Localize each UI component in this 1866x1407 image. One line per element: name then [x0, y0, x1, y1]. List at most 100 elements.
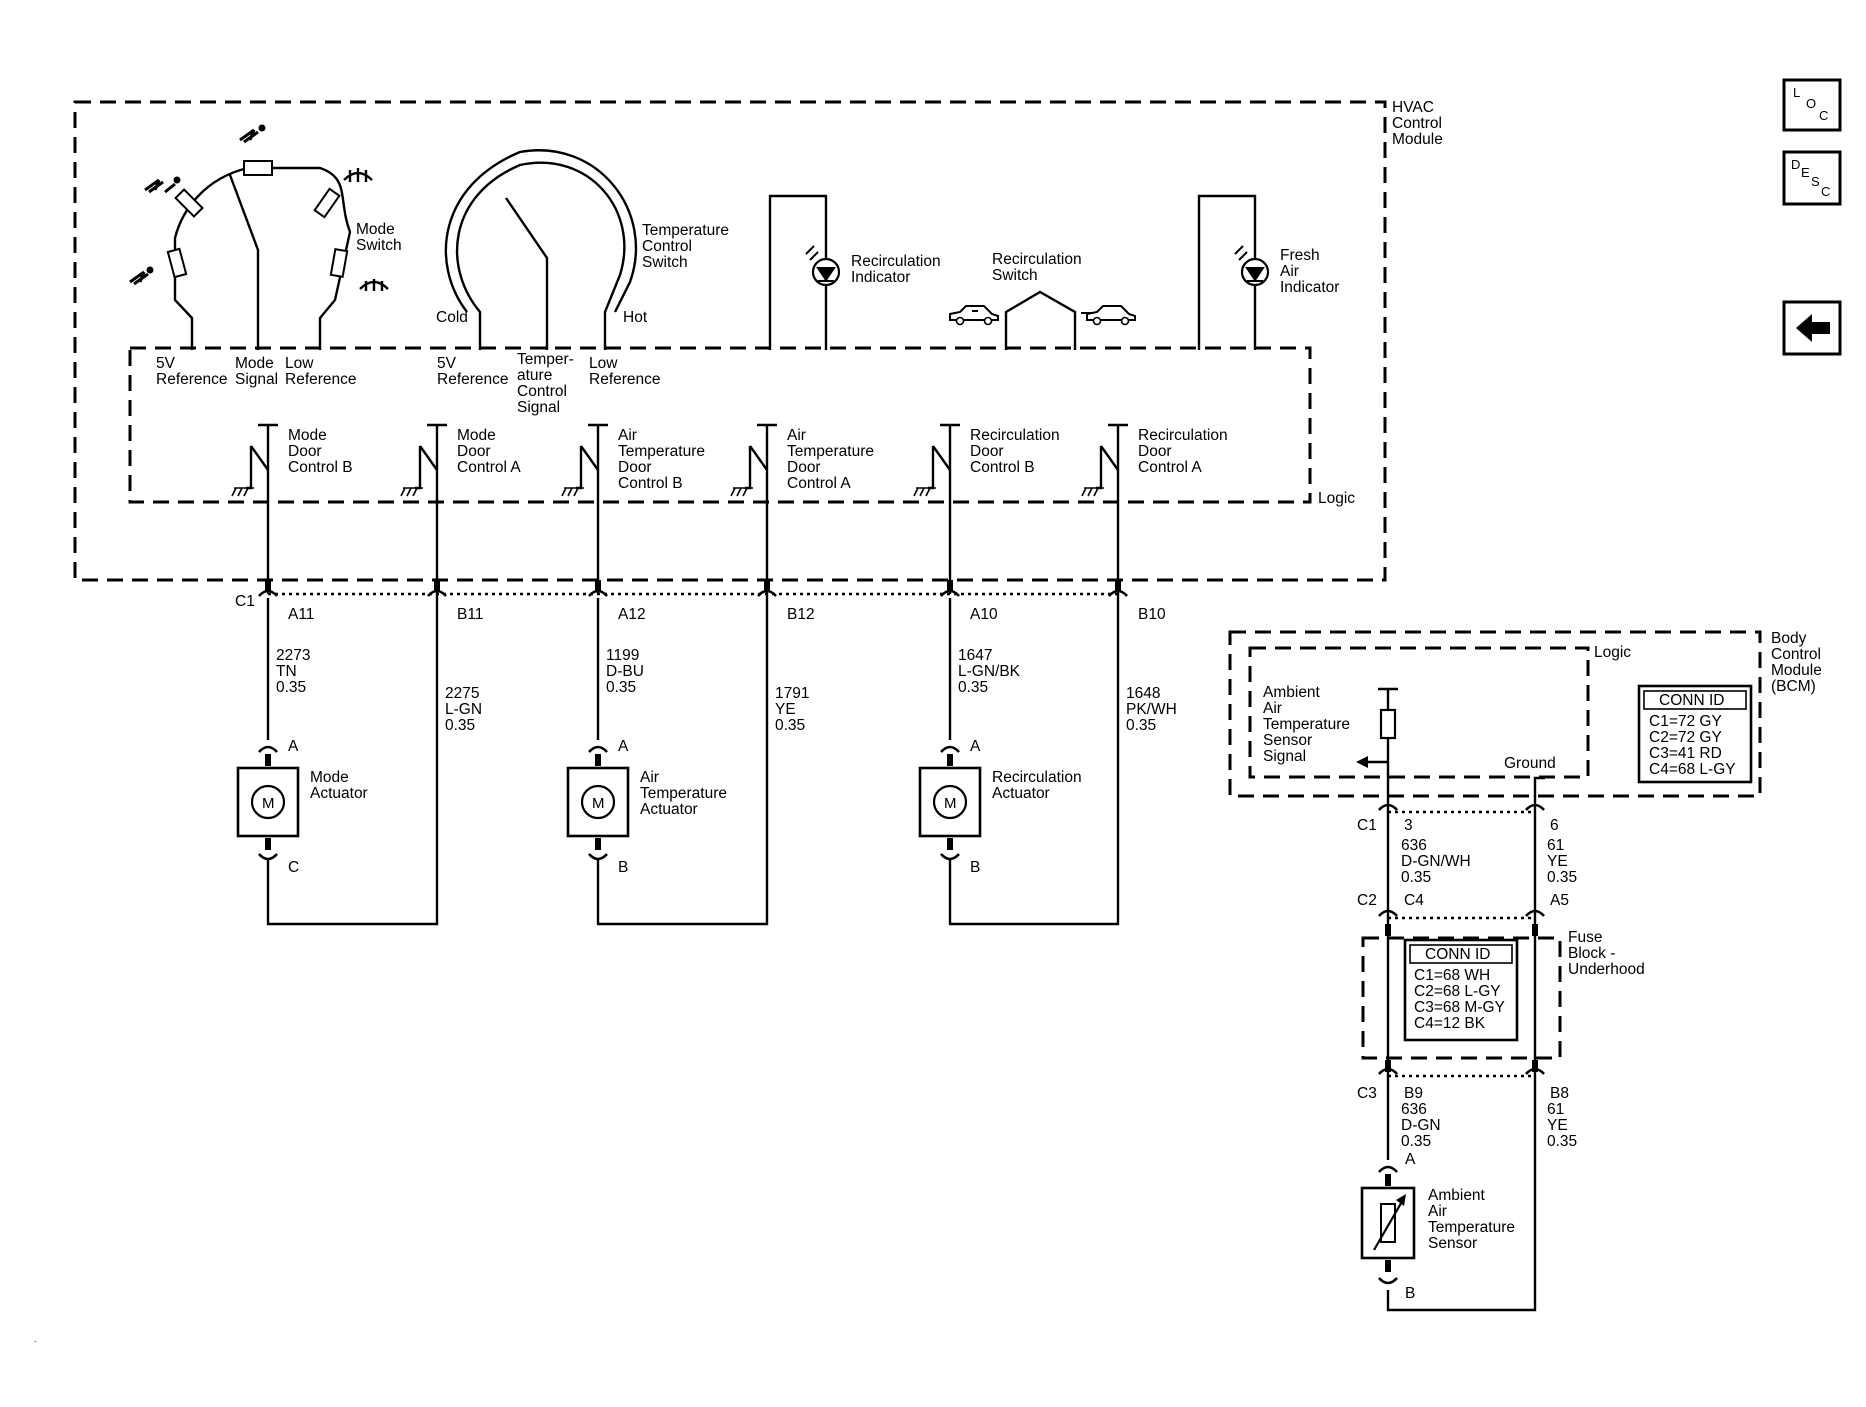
wire-color-label: TN — [276, 663, 297, 680]
sensor-signal-label-1: Ambient — [1263, 684, 1321, 701]
motor-symbol: M — [944, 795, 957, 812]
motor-symbol: M — [262, 795, 275, 812]
ambient-sensor-label-3: Temperature — [1428, 1219, 1515, 1236]
driver-label: Control A — [1138, 459, 1202, 476]
mode-signal-label-1: Mode — [235, 355, 274, 372]
signal-labels: 5V Reference Mode Signal Low Reference 5… — [156, 351, 661, 416]
hvac-pin-label: A12 — [618, 606, 646, 623]
fuse-conn-row: C4=12 BK — [1414, 1015, 1486, 1032]
temp-signal-label-3: Control — [517, 383, 567, 400]
wire-61-size: 0.35 — [1547, 869, 1577, 886]
actuator-label: Actuator — [992, 785, 1050, 802]
right-side-wires: 636 D-GN 0.35 61 YE 0.35 — [1378, 803, 1577, 1312]
vent-icon-panel — [239, 124, 266, 144]
wire-61ye-circuit: 61 — [1547, 1101, 1564, 1118]
wire-circuit-label: 1648 — [1126, 685, 1160, 702]
lowref-b-label-2: Reference — [589, 371, 661, 388]
wire-61ye-size: 0.35 — [1547, 1133, 1577, 1150]
hvac-pin-label: B11 — [457, 606, 483, 623]
bcm-conn-row: C1=72 GY — [1649, 713, 1722, 730]
desc-letter-s: S — [1811, 174, 1820, 189]
wire-size-label: 0.35 — [775, 717, 805, 734]
driver-label: Air — [787, 427, 806, 444]
ref5v-a-label-2: Reference — [156, 371, 228, 388]
actuator-pin-label: A — [970, 738, 981, 755]
driver-label: Temperature — [787, 443, 874, 460]
bcm-conn-row: C4=68 L-GY — [1649, 761, 1736, 778]
fuse-conn-row: C1=68 WH — [1414, 967, 1490, 984]
recirc-switch-label-2: Switch — [992, 267, 1038, 284]
fuse-conn-row: C2=68 L-GY — [1414, 983, 1501, 1000]
ref5v-a-label-1: 5V — [156, 355, 176, 372]
ambient-sensor-label-1: Ambient — [1428, 1187, 1486, 1204]
loc-button[interactable]: L O C — [1782, 78, 1842, 132]
bcm-label-2: Control — [1771, 646, 1821, 663]
hvac-control-module: HVAC Control Module Logic — [73, 99, 1443, 582]
ref5v-b-label-1: 5V — [437, 355, 457, 372]
bcm-logic-boundary — [1248, 646, 1590, 779]
wire-636dgn-size: 0.35 — [1401, 1133, 1431, 1150]
wire-circuit-label: 2275 — [445, 685, 479, 702]
desc-button[interactable]: D E S C — [1782, 150, 1842, 206]
recirc-switch-label-1: Recirculation — [992, 251, 1082, 268]
ambient-sensor-label-2: Air — [1428, 1203, 1447, 1220]
temp-signal-label-4: Signal — [517, 399, 560, 416]
wire-size-label: 0.35 — [1126, 717, 1156, 734]
temp-switch-label-2: Control — [642, 238, 692, 255]
defrost-icon-mix — [343, 168, 373, 182]
temperature-control-switch: Temperature Control Switch Cold Hot — [436, 149, 729, 350]
fuse-c2-label: C2 — [1357, 892, 1377, 909]
recirc-indicator-label-1: Recirculation — [851, 253, 941, 270]
driver-label: Control B — [618, 475, 683, 492]
recirculation-indicator: Recirculation Indicator — [768, 194, 941, 350]
wire-circuit-label: 2273 — [276, 647, 310, 664]
hvac-pin-label: A10 — [970, 606, 998, 623]
sensor-pin-a: A — [1405, 1151, 1416, 1168]
lowref-a-label-1: Low — [285, 355, 314, 372]
motor-symbol: M — [592, 795, 605, 812]
fuse-block-label-1: Fuse — [1568, 929, 1602, 946]
recirc-indicator-label-2: Indicator — [851, 269, 910, 286]
actuator-label: Mode — [310, 769, 349, 786]
fuse-b9-label: B9 — [1404, 1085, 1423, 1102]
fuse-c4-label: C4 — [1404, 892, 1424, 909]
wire-size-label: 0.35 — [276, 679, 306, 696]
desc-letter-e: E — [1801, 165, 1810, 180]
fuse-a5-label: A5 — [1550, 892, 1569, 909]
driver-label: Door — [457, 443, 491, 460]
wire-size-label: 0.35 — [958, 679, 988, 696]
driver-label: Door — [618, 459, 652, 476]
wire-color-label: YE — [775, 701, 796, 718]
hvac-module-label-1: HVAC — [1392, 99, 1434, 116]
wire-color-label: PK/WH — [1126, 701, 1177, 718]
mode-switch-label-2: Switch — [356, 237, 402, 254]
bcm-logic-label: Logic — [1594, 644, 1631, 661]
temp-signal-label-1: Temper- — [517, 351, 574, 368]
recirc-car-icon — [949, 305, 999, 326]
fresh-air-car-icon — [1081, 305, 1136, 326]
mode-signal-label-2: Signal — [235, 371, 278, 388]
temp-switch-label-1: Temperature — [642, 222, 729, 239]
fuse-conn-row: C3=68 M-GY — [1414, 999, 1505, 1016]
wire-61-color: YE — [1547, 853, 1568, 870]
bcm-conn-id-table: CONN ID C1=72 GY C2=72 GY C3=41 RD C4=68… — [1637, 684, 1753, 784]
hvac-circuits: A112273TN0.35B112275L-GN0.35A121199D-BU0… — [236, 580, 1177, 876]
back-button[interactable] — [1782, 300, 1842, 356]
fuse-block-label-3: Underhood — [1568, 961, 1645, 978]
driver-label: Control A — [457, 459, 521, 476]
bcm-label-4: (BCM) — [1771, 678, 1816, 695]
wire-636-size: 0.35 — [1401, 869, 1431, 886]
wire-61-circuit: 61 — [1547, 837, 1564, 854]
wire-61ye-color: YE — [1547, 1117, 1568, 1134]
actuator-label: Recirculation — [992, 769, 1082, 786]
corner-mark: . — [34, 1334, 37, 1344]
logic-label: Logic — [1318, 490, 1355, 507]
